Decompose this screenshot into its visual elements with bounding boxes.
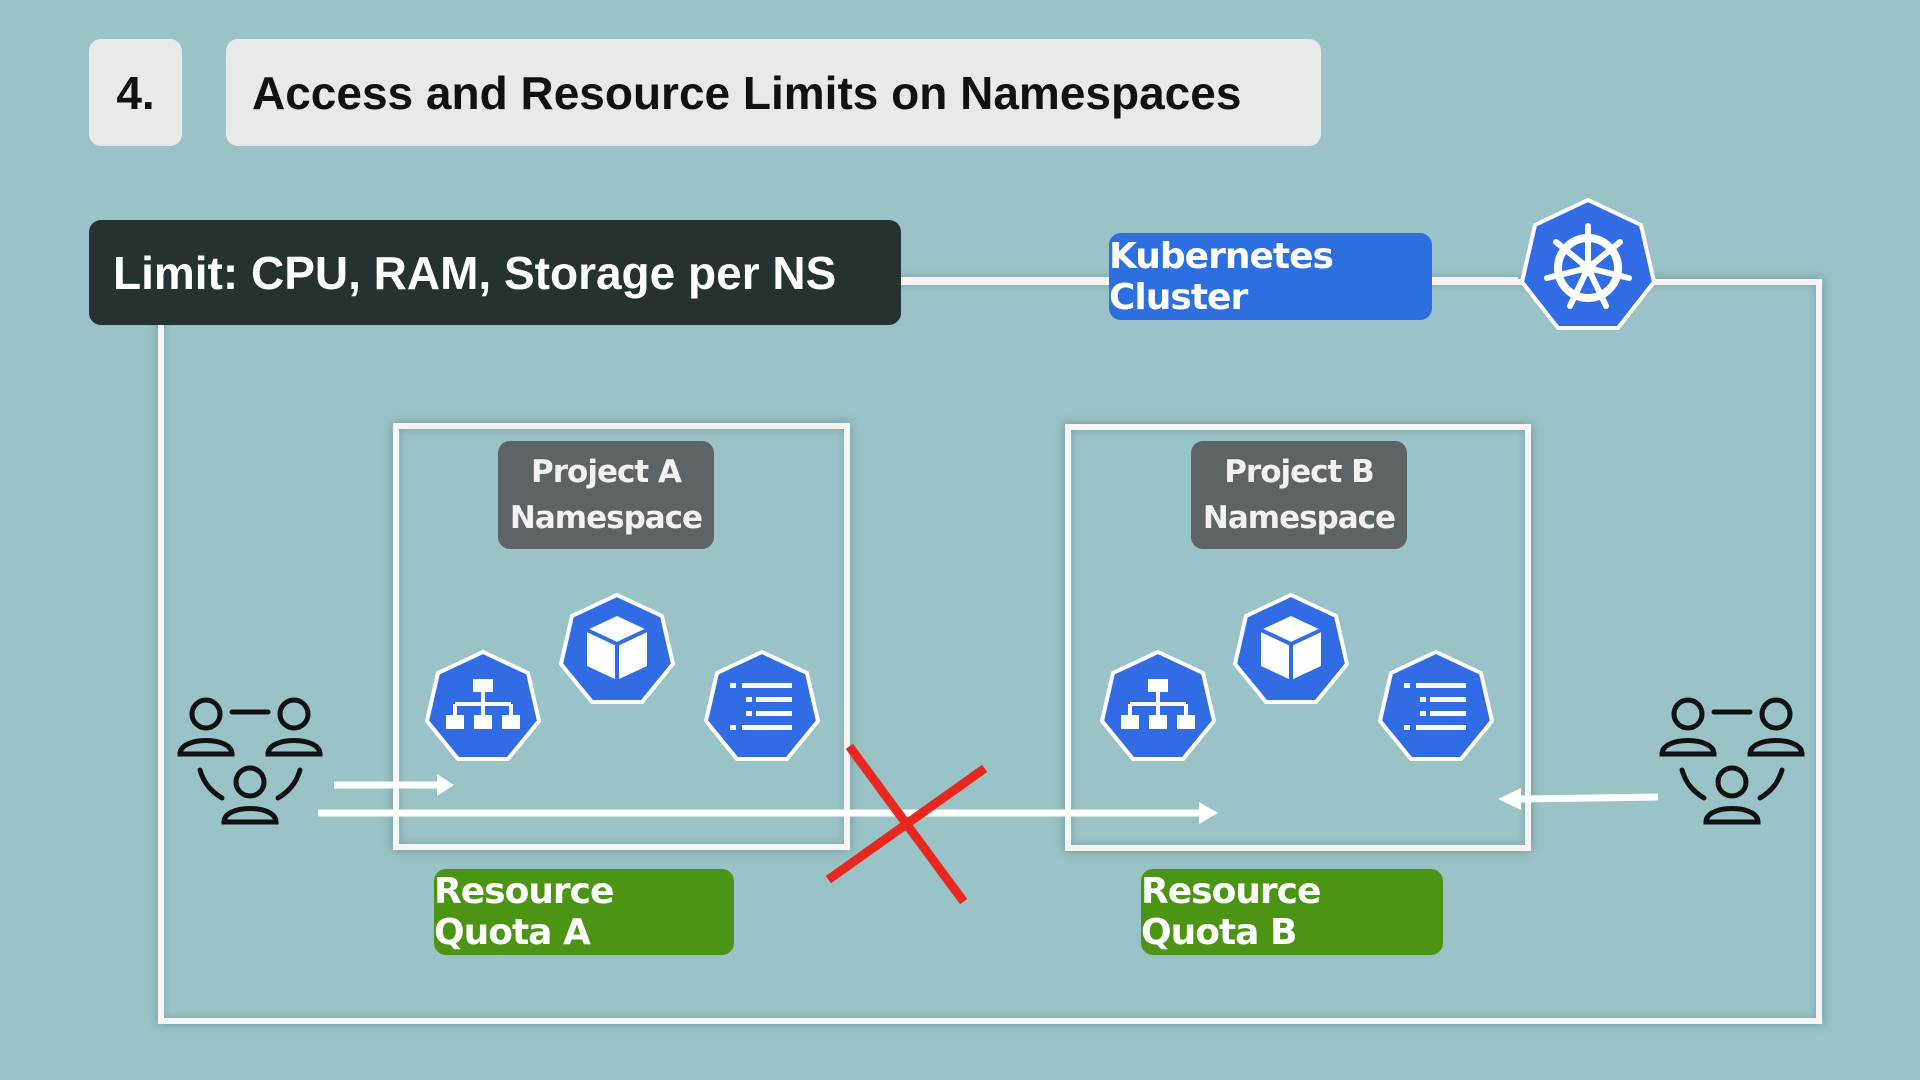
- namespace-b-label: Project B Namespace: [1191, 441, 1407, 549]
- namespace-b-frame: [1065, 424, 1531, 851]
- namespace-a-label: Project A Namespace: [498, 441, 714, 549]
- namespace-b-line2: Namespace: [1202, 500, 1396, 536]
- namespace-b-line1: Project B: [1224, 454, 1375, 490]
- namespace-a-frame: [393, 423, 850, 850]
- resource-quota-a: Resource Quota A: [434, 869, 734, 955]
- pod-cube-icon: [559, 592, 675, 704]
- user-group-icon: [177, 697, 323, 825]
- user-group-icon: [1659, 697, 1805, 825]
- namespace-a-line2: Namespace: [509, 500, 703, 536]
- service-hierarchy-icon: [425, 649, 541, 761]
- limit-banner: Limit: CPU, RAM, Storage per NS: [89, 220, 901, 325]
- resource-quota-b: Resource Quota B: [1141, 869, 1443, 955]
- kubernetes-logo-icon: [1519, 198, 1657, 330]
- pod-cube-icon: [1233, 592, 1349, 704]
- namespace-a-line1: Project A: [531, 454, 682, 490]
- config-list-icon: [1378, 649, 1494, 761]
- step-number: 4.: [89, 39, 182, 146]
- service-hierarchy-icon: [1100, 649, 1216, 761]
- config-list-icon: [704, 649, 820, 761]
- cluster-label: Kubernetes Cluster: [1109, 233, 1432, 320]
- slide-title: Access and Resource Limits on Namespaces: [226, 39, 1321, 146]
